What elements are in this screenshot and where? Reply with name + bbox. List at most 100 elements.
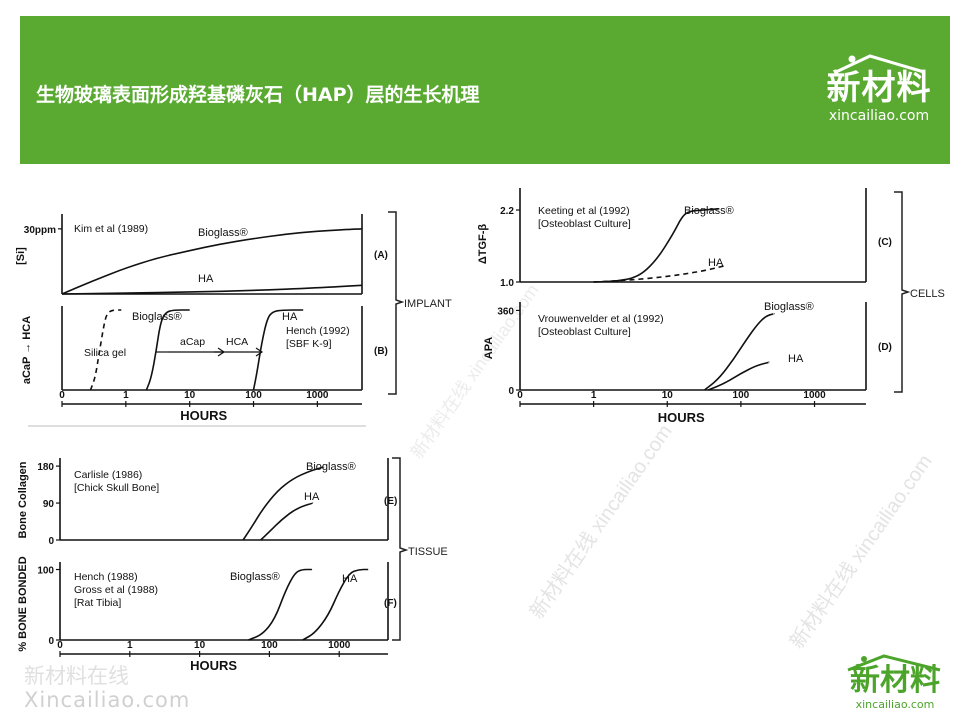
series-line-ha	[593, 265, 725, 283]
cells-label: CELLS	[910, 288, 945, 300]
series-line-ha	[302, 568, 369, 641]
series-label: HA	[198, 273, 214, 285]
series-line-bioglass	[248, 568, 313, 641]
logo-domain-text: xincailiao.com	[828, 108, 930, 124]
y-tick-label: 90	[43, 499, 55, 510]
y-tick-label: 100	[37, 566, 54, 577]
series-label: Bioglass®	[198, 227, 248, 239]
watermark-1: 新材料在线 xincailiao.com	[525, 420, 676, 623]
series-label: Bioglass®	[306, 461, 356, 473]
x-axis-label: HOURS	[180, 408, 227, 423]
x-tick-label: 1000	[328, 640, 351, 651]
y-axis-label: Bone Collagen	[17, 461, 29, 538]
y-tick-label: 1.0	[500, 278, 514, 289]
x-axis-label: HOURS	[190, 658, 237, 673]
panel-label: (B)	[374, 346, 388, 357]
footer-brand-logo: 新材料 xincailiao.com	[836, 650, 954, 718]
x-tick-label: 0	[59, 390, 65, 401]
series-label: Bioglass®	[764, 301, 814, 313]
citation-line: Kim et al (1989)	[74, 223, 148, 235]
y-tick-label: 30ppm	[24, 225, 56, 236]
x-tick-label: 1	[127, 640, 133, 651]
y-tick-label: 2.2	[500, 206, 514, 217]
footer-house-roof-icon	[847, 654, 941, 672]
x-tick-label: 10	[184, 390, 196, 401]
footer-logo-domain-text: xincailiao.com	[855, 698, 935, 711]
citation-line: Hench (1988)	[74, 571, 138, 583]
y-axis-label: % BONE BONDED	[17, 556, 29, 651]
series-line-bioglass	[704, 312, 775, 391]
series-line-ha	[707, 361, 770, 391]
citation-line: [SBF K-9]	[286, 338, 332, 350]
y-axis-label: [Si]	[15, 247, 27, 265]
x-tick-label: 1	[591, 390, 597, 401]
series-label: HA	[708, 257, 724, 269]
tissue-bracket	[392, 457, 409, 641]
x-tick-label: 1	[123, 390, 129, 401]
series-line-silica-gel	[89, 309, 122, 391]
citation-line: Vrouwenvelder et al (1992)	[538, 313, 664, 325]
annotation-acap: aCap	[180, 336, 205, 348]
panel-label: (E)	[384, 496, 397, 507]
series-label: Bioglass®	[684, 205, 734, 217]
y-axis-label: aCaP → HCA	[21, 316, 33, 384]
chart-panels: 30ppm [Si] (A) Kim et al (1989) Bioglass® HA 0…	[15, 188, 892, 673]
x-tick-label: 0	[57, 640, 63, 651]
watermark-2: 新材料在线 xincailiao.com	[785, 450, 936, 653]
series-label: Bioglass®	[230, 571, 280, 583]
footer-watermark-cn: 新材料在线	[24, 664, 129, 688]
y-tick-label: 0	[48, 536, 54, 547]
series-label: Silica gel	[84, 347, 126, 359]
series-line-ha	[252, 309, 304, 391]
y-tick-label: 0	[48, 636, 54, 647]
citation-line: [Chick Skull Bone]	[74, 482, 159, 494]
x-tick-label: 1000	[306, 390, 329, 401]
panel-label: (A)	[374, 250, 388, 261]
citation-line: Gross et al (1988)	[74, 584, 158, 596]
footer-watermark-en: Xincailiao.com	[24, 688, 191, 712]
chart-panel-a: 30ppm [Si] (A) Kim et al (1989) Bioglass® HA	[15, 214, 388, 295]
y-axis-label: ΔTGF-β	[477, 224, 489, 265]
citation-line: Hench (1992)	[286, 325, 350, 337]
y-tick-label: 360	[497, 306, 514, 317]
chart-panel-c: 2.2 1.0 ΔTGF-β (C) Keeting et al (1992)[Oste…	[477, 188, 892, 289]
x-axis-label: HOURS	[658, 410, 705, 425]
y-tick-label: 0	[508, 386, 514, 397]
x-tick-label: 100	[261, 640, 278, 651]
y-tick-label: 180	[37, 462, 54, 473]
footer-logo-chinese-text: 新材料	[850, 663, 940, 698]
chart-panel-e: 180 90 0 Bone Collagen (E) Carlisle (1986)[Ch…	[17, 458, 397, 547]
panel-label: (F)	[384, 598, 397, 609]
x-tick-label: 100	[245, 390, 262, 401]
panel-label: (C)	[878, 237, 892, 248]
series-line-ha	[260, 502, 314, 541]
series-line-bioglass	[242, 466, 325, 541]
panel-label: (D)	[878, 342, 892, 353]
citation-line: Carlisle (1986)	[74, 469, 142, 481]
citation-line: Keeting et al (1992)	[538, 205, 630, 217]
series-label: Bioglass®	[132, 311, 182, 323]
x-tick-label: 10	[662, 390, 674, 401]
x-tick-label: 0	[517, 390, 523, 401]
brand-logo: 新材料 xincailiao.com	[814, 46, 944, 138]
implant-bracket	[388, 211, 405, 395]
page-title: 生物玻璃表面形成羟基磷灰石（HAP）层的生长机理	[36, 84, 480, 106]
citation-line: [Rat Tibia]	[74, 597, 121, 609]
series-line-ha	[61, 284, 363, 295]
citation-line: [Osteoblast Culture]	[538, 326, 631, 338]
series-label: HA	[304, 491, 320, 503]
x-tick-label: 10	[194, 640, 206, 651]
citation-line: [Osteoblast Culture]	[538, 218, 631, 230]
series-line-bioglass	[61, 228, 363, 295]
annotation-hca: HCA	[226, 336, 248, 348]
series-label: HA	[342, 573, 358, 585]
arrow-hca	[214, 347, 264, 357]
x-tick-label: 1000	[803, 390, 826, 401]
series-line-bioglass	[145, 309, 190, 391]
implant-label: IMPLANT	[404, 298, 452, 310]
y-axis-label: APA	[483, 337, 495, 359]
